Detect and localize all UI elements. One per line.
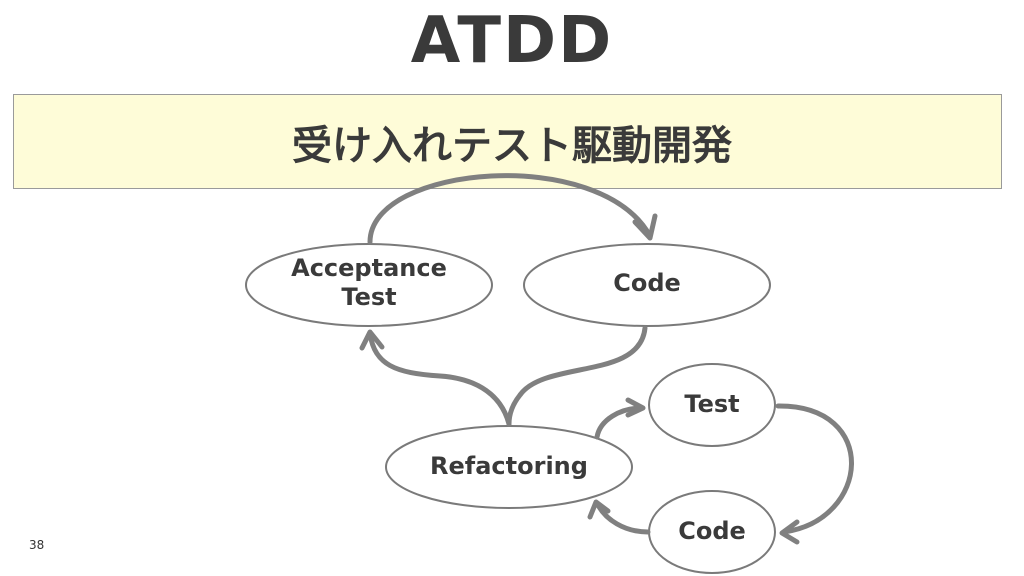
arrow-test-to-code	[775, 403, 854, 535]
arrowhead-to-acceptance	[359, 329, 385, 351]
arrow-acceptance-to-code	[367, 173, 653, 245]
test-node	[648, 363, 776, 447]
code-top-node	[523, 243, 771, 327]
test-label: Test	[684, 390, 740, 418]
arrowhead-acceptance-to-code	[632, 213, 658, 241]
arrowhead-to-code-bottom	[779, 519, 800, 545]
arrowhead-to-refactoring	[587, 499, 611, 520]
code-bottom-label: Code	[678, 517, 746, 545]
code-top-label: Code	[613, 269, 681, 297]
acceptance-test-label: Acceptance Test	[291, 254, 447, 311]
page-number: 38	[29, 538, 45, 552]
arrowhead-to-test	[625, 397, 646, 418]
arrow-code-to-refactoring	[506, 325, 648, 427]
banner-text: 受け入れテスト駆動開発	[292, 123, 732, 169]
refactoring-label: Refactoring	[430, 452, 588, 480]
slide-title: ATDD	[410, 4, 614, 78]
arrow-refactoring-to-acceptance	[367, 331, 512, 427]
